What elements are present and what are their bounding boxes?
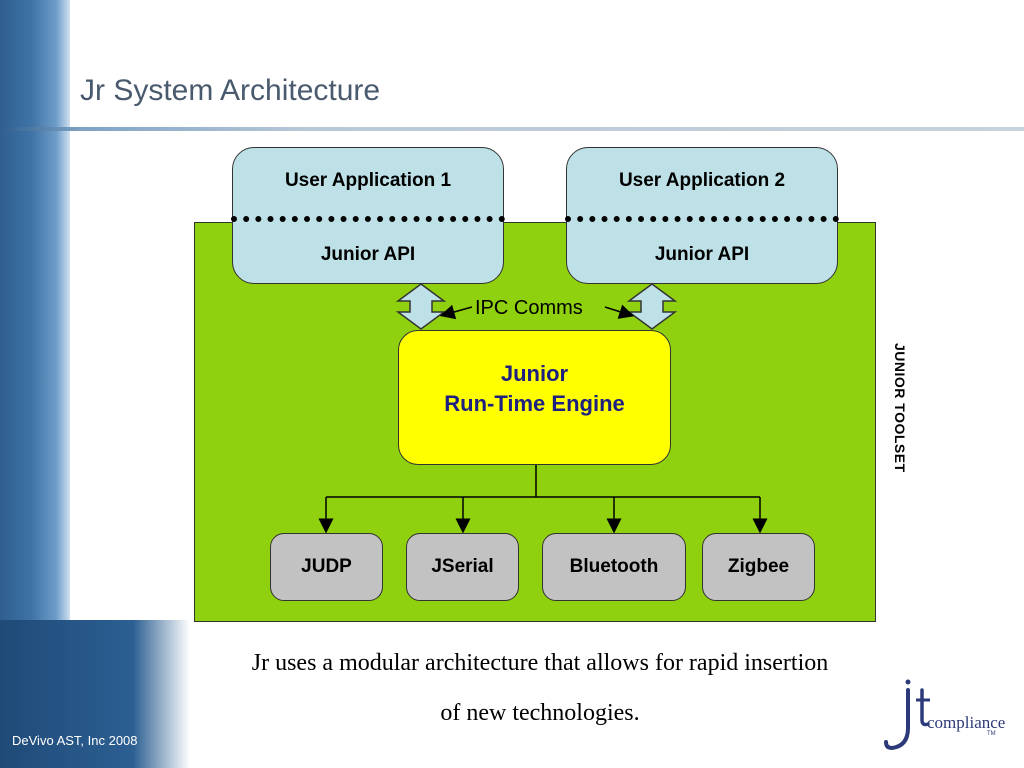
footer-copyright: DeVivo AST, Inc 2008 (12, 733, 138, 748)
junior-toolset-label: JUNIOR TOOLSET (892, 343, 908, 473)
transport-label: JSerial (431, 556, 494, 577)
logo-wordmark: compliance (927, 713, 1006, 732)
ipc-double-arrow-right (626, 283, 678, 330)
run-time-engine-box: Junior Run-Time Engine (398, 330, 671, 465)
engine-label-line2: Run-Time Engine (444, 391, 625, 416)
ipc-pointer-right (604, 304, 635, 319)
api-separator (565, 216, 839, 222)
ipc-pointer-left (439, 304, 473, 320)
engine-label-line1: Junior (500, 361, 569, 386)
title-divider (0, 127, 1024, 131)
api-separator (231, 216, 505, 222)
ipc-double-arrow-left (395, 283, 447, 330)
transport-zigbee: Zigbee (702, 533, 815, 601)
transport-judp: JUDP (270, 533, 383, 601)
user-application-2-box: User Application 2 Junior API (565, 147, 839, 284)
transport-label: JUDP (301, 556, 352, 577)
jt-compliance-logo: compliance TM (882, 676, 1006, 754)
user-application-1-box: User Application 1 Junior API (231, 147, 505, 284)
app-title: User Application 2 (618, 170, 786, 191)
slide-title: Jr System Architecture (80, 74, 381, 107)
transport-label: Zigbee (727, 556, 790, 577)
app-title: User Application 1 (284, 170, 452, 191)
junior-api-label: Junior API (320, 244, 416, 265)
transport-bluetooth: Bluetooth (542, 533, 686, 601)
junior-api-label: Junior API (654, 244, 750, 265)
ipc-comms-label: IPC Comms (475, 297, 583, 319)
jt-logo-mark (884, 679, 930, 751)
bottom-left-decorative-band (0, 620, 190, 768)
caption-line-2: of new technologies. (440, 700, 640, 726)
transport-label: Bluetooth (569, 556, 659, 577)
transport-jserial: JSerial (406, 533, 519, 601)
logo-trademark: TM (987, 731, 996, 737)
caption-line-1: Jr uses a modular architecture that allo… (251, 650, 829, 676)
